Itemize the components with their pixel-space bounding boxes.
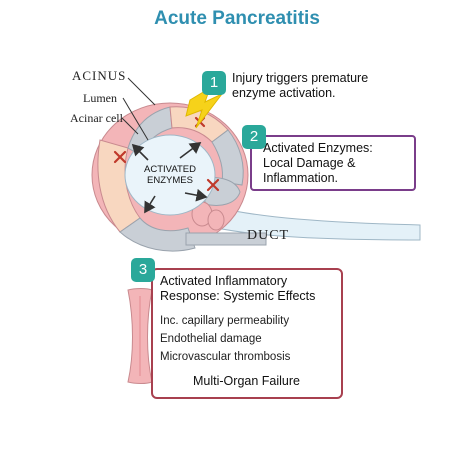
activated-enzymes-line2: ENZYMES (147, 175, 193, 186)
step-1-line2: enzyme activation. (232, 86, 336, 100)
step-1-badge: 1 (202, 71, 226, 95)
step-1-text: Injury triggers premature enzyme activat… (232, 71, 368, 101)
step-3-text: Activated Inflammatory Response: Systemi… (160, 274, 315, 304)
step-3-line1: Activated Inflammatory (160, 274, 288, 288)
step-2-line3: Inflammation. (263, 171, 339, 185)
activated-enzymes-line1: ACTIVATED (144, 164, 196, 175)
step-2-badge: 2 (242, 125, 266, 149)
lumen-label: Lumen (83, 91, 117, 105)
step-3-line2: Response: Systemic Effects (160, 289, 316, 303)
activated-enzymes-label: ACTIVATED ENZYMES (140, 164, 200, 186)
effect-item: Endothelial damage (160, 333, 262, 345)
pancreatic-duct (179, 197, 421, 241)
step-3-badge: 3 (131, 258, 155, 282)
diagram-title: Acute Pancreatitis (154, 8, 320, 29)
step-2-line1: Activated Enzymes: (263, 141, 373, 155)
enzyme-arrows (131, 142, 208, 214)
step-3-box (151, 268, 343, 399)
duct-label: DUCT (247, 228, 290, 243)
effect-item: Microvascular thrombosis (160, 351, 291, 363)
step-2-text: Activated Enzymes: Local Damage & Inflam… (263, 141, 373, 186)
effect-item: Inc. capillary permeability (160, 315, 290, 327)
step-2-line2: Local Damage & (263, 156, 356, 170)
label-pointers (121, 77, 156, 141)
blood-vessel (127, 288, 153, 384)
step-1-line1: Injury triggers premature (232, 71, 369, 85)
acinar-cell-label: Acinar cell (70, 111, 123, 125)
outcome-label: Multi-Organ Failure (193, 374, 300, 388)
acinar-cells (91, 102, 267, 252)
acinus-label: ACINUS (72, 68, 127, 83)
step-2-box (250, 135, 416, 191)
